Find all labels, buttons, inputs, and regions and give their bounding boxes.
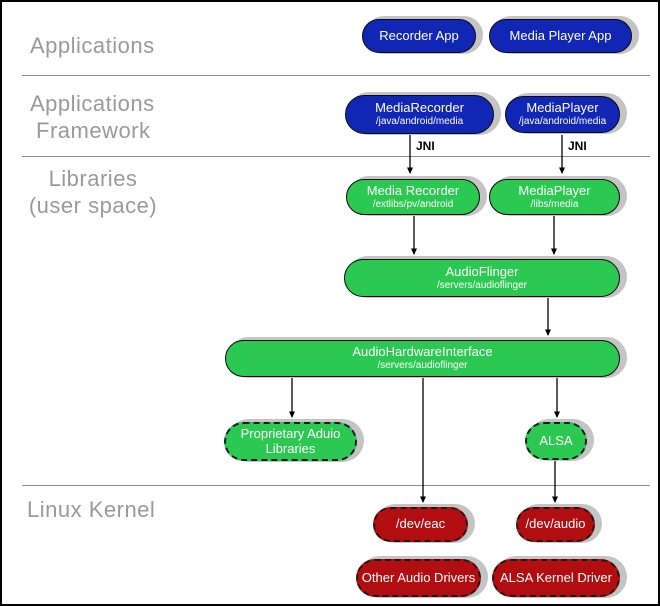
node-proprietary-audio-libraries: Proprietary Aduio Libraries: [224, 422, 357, 461]
node-mediarecorder-framework: MediaRecorder /java/android/media: [345, 95, 494, 134]
node-path: /java/android/media: [518, 116, 607, 128]
node-dev-eac: /dev/eac: [373, 507, 468, 542]
node-label: Media Player App: [509, 27, 612, 43]
node-recorder-app: Recorder App: [362, 19, 476, 53]
node-mediaplayer-library: MediaPlayer /libs/media: [489, 179, 620, 215]
node-path: /servers/audioflinger: [377, 360, 468, 372]
layer-label-line: Linux Kernel: [27, 497, 156, 522]
node-label: ALSA: [539, 432, 573, 448]
layer-label-line: Applications: [30, 91, 155, 116]
layer-label-line: Libraries: [48, 166, 138, 191]
layer-label-line: Applications: [30, 33, 155, 58]
node-label: MediaPlayer: [518, 182, 591, 198]
node-media-recorder-library: Media Recorder /extlibs/pv/android: [346, 179, 480, 215]
jni-label-recorder: JNI: [416, 139, 435, 153]
layer-label-line: Framework: [36, 118, 151, 143]
layer-label-linux-kernel: Linux Kernel: [27, 496, 155, 523]
node-label: Recorder App: [379, 27, 459, 43]
node-audioflinger: AudioFlinger /servers/audioflinger: [344, 259, 620, 297]
node-path: /libs/media: [530, 198, 579, 210]
node-alsa-kernel-driver: ALSA Kernel Driver: [492, 559, 620, 597]
node-label: MediaRecorder: [375, 100, 464, 116]
layer-label-applications-framework: Applications Framework: [30, 90, 155, 144]
node-label: MediaPlayer: [526, 100, 599, 116]
node-label: Other Audio Drivers: [361, 569, 476, 585]
node-label: AudioFlinger: [445, 263, 519, 279]
node-mediaplayer-framework: MediaPlayer /java/android/media: [505, 96, 620, 133]
node-label: /dev/audio: [525, 516, 586, 532]
node-alsa: ALSA: [525, 422, 587, 460]
node-path: /java/android/media: [375, 116, 464, 128]
layer-label-applications: Applications: [30, 32, 155, 59]
node-label: Proprietary Aduio Libraries: [240, 425, 341, 456]
jni-label-player: JNI: [568, 139, 587, 153]
layer-label-line: (user space): [28, 193, 158, 218]
node-label: Media Recorder: [366, 182, 460, 198]
layer-label-libraries: Libraries (user space): [18, 165, 168, 219]
divider-applications-framework: [22, 75, 650, 76]
node-media-player-app: Media Player App: [489, 19, 632, 53]
node-audiohardwareinterface: AudioHardwareInterface /servers/audiofli…: [225, 340, 620, 377]
node-path: /servers/audioflinger: [436, 279, 528, 291]
divider-libraries-kernel: [22, 485, 650, 486]
node-label: ALSA Kernel Driver: [500, 569, 612, 585]
node-label: AudioHardwareInterface: [352, 344, 493, 360]
divider-framework-libraries: [22, 156, 650, 157]
node-label: /dev/eac: [395, 516, 446, 532]
node-dev-audio: /dev/audio: [516, 507, 595, 542]
node-other-audio-drivers: Other Audio Drivers: [356, 559, 481, 597]
node-path: /extlibs/pv/android: [372, 198, 454, 210]
